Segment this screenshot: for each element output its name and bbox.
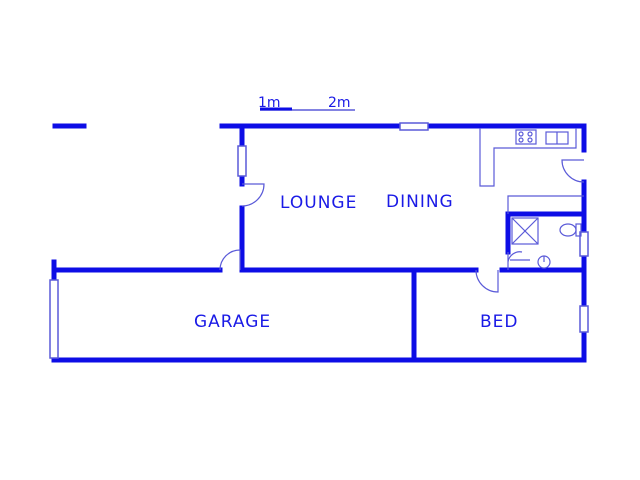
- window-lounge-left: [237, 145, 247, 177]
- shower: [511, 217, 539, 245]
- scale-label-1m: 1m: [258, 95, 281, 111]
- stove: [515, 129, 537, 145]
- shower-line: [511, 217, 539, 245]
- bath-passage-outline: [507, 195, 584, 214]
- door-garage: [219, 249, 241, 271]
- room-label-lounge: LOUNGE: [280, 193, 357, 213]
- kitchen-counter-outline: [479, 128, 577, 187]
- window-top: [399, 122, 429, 131]
- stove-burner: [518, 137, 524, 143]
- room-label-garage: GARAGE: [194, 312, 271, 332]
- toilet: [559, 223, 577, 237]
- toilet-cistern: [575, 223, 582, 237]
- doors: [219, 159, 585, 293]
- kitchen-counter: [479, 128, 577, 187]
- window-bath-right: [579, 231, 589, 257]
- stove-burner: [527, 131, 533, 137]
- window-garage-left: [49, 279, 59, 359]
- door-lounge-left: [241, 183, 265, 207]
- scale-label-2m: 2m: [328, 95, 351, 111]
- door-kitchen-right: [561, 159, 585, 183]
- room-label-dining: DINING: [386, 192, 454, 212]
- windows: [49, 122, 589, 359]
- stove-burner: [527, 137, 533, 143]
- room-label-bed: BED: [480, 312, 519, 332]
- door-bath: [507, 251, 523, 270]
- window-bed-right: [579, 305, 589, 333]
- stove-burner: [518, 131, 524, 137]
- door-bed: [475, 269, 499, 293]
- scale-bar: 1m 2m: [258, 95, 355, 111]
- bathroom: [507, 195, 584, 269]
